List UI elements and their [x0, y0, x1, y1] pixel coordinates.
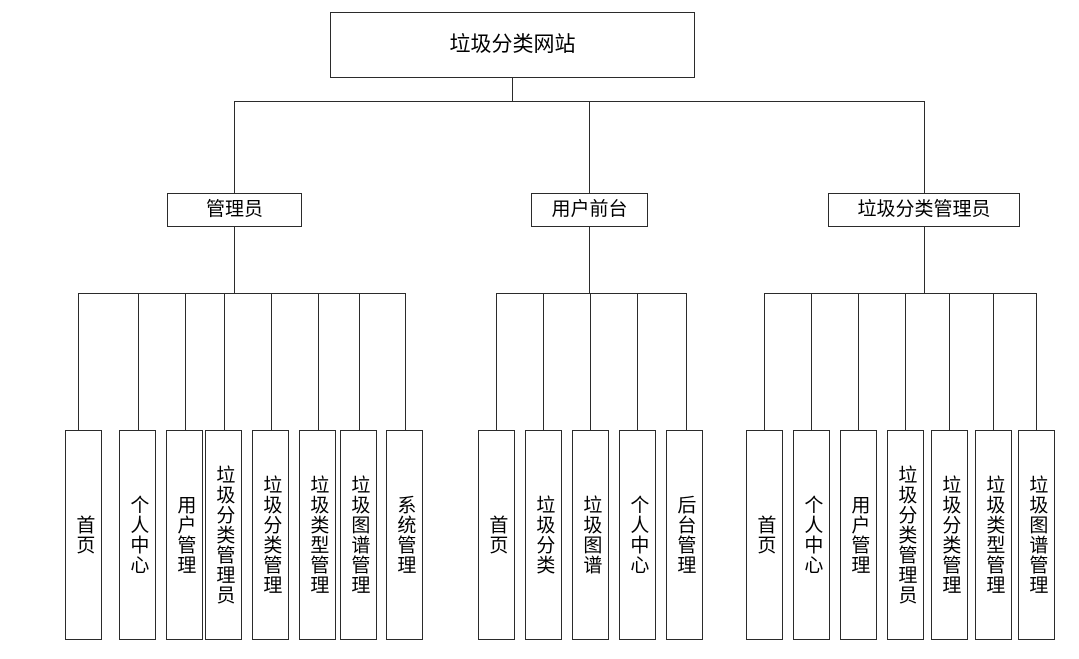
leaf-waste-admin-5-label: 垃圾分类管理 [939, 475, 961, 595]
leaf-waste-admin-3-label: 用户管理 [848, 495, 870, 575]
leaf-admin-8-label: 系统管理 [394, 495, 416, 575]
connector-admin-leg-6 [318, 293, 319, 430]
leaf-waste-admin-2: 个人中心 [793, 430, 830, 640]
node-branch-waste-admin: 垃圾分类管理员 [828, 193, 1020, 227]
leaf-admin-6-label: 垃圾类型管理 [307, 475, 329, 595]
connector-admin-leg-2 [138, 293, 139, 430]
leaf-user-front-3-label: 垃圾图谱 [580, 495, 602, 575]
connector-admin-leg-8 [405, 293, 406, 430]
connector-waste-admin-leg-1 [764, 293, 765, 430]
node-root-label: 垃圾分类网站 [449, 32, 576, 56]
leaf-user-front-1: 首页 [478, 430, 515, 640]
leaf-user-front-1-label: 首页 [486, 515, 508, 555]
leaf-user-front-5-label: 后台管理 [674, 495, 696, 575]
leaf-admin-1-label: 首页 [73, 515, 95, 555]
leaf-user-front-4: 个人中心 [619, 430, 656, 640]
leaf-admin-4-label: 垃圾分类管理员 [213, 465, 235, 605]
leaf-waste-admin-6-label: 垃圾类型管理 [983, 475, 1005, 595]
leaf-admin-2-label: 个人中心 [127, 495, 149, 575]
connector-drop-admin [234, 101, 235, 193]
leaf-waste-admin-4-label: 垃圾分类管理员 [895, 465, 917, 605]
leaf-admin-2: 个人中心 [119, 430, 156, 640]
connector-waste-admin-leg-2 [811, 293, 812, 430]
leaf-waste-admin-2-label: 个人中心 [801, 495, 823, 575]
node-branch-admin-label: 管理员 [205, 199, 263, 221]
connector-admin-leg-5 [271, 293, 272, 430]
leaf-user-front-2: 垃圾分类 [525, 430, 562, 640]
connector-user-front-leg-4 [637, 293, 638, 430]
leaf-admin-8: 系统管理 [386, 430, 423, 640]
connector-level1-bus [234, 101, 925, 102]
connector-admin-leg-7 [359, 293, 360, 430]
leaf-user-front-4-label: 个人中心 [627, 495, 649, 575]
leaf-waste-admin-6: 垃圾类型管理 [975, 430, 1012, 640]
leaf-admin-3: 用户管理 [166, 430, 203, 640]
connector-waste-admin-leg-7 [1036, 293, 1037, 430]
leaf-waste-admin-3: 用户管理 [840, 430, 877, 640]
leaf-admin-3-label: 用户管理 [174, 495, 196, 575]
leaf-admin-5: 垃圾分类管理 [252, 430, 289, 640]
connector-user-front-stem [589, 227, 590, 293]
leaf-waste-admin-7-label: 垃圾图谱管理 [1026, 475, 1048, 595]
connector-admin-leg-1 [78, 293, 79, 430]
node-branch-user-front: 用户前台 [531, 193, 648, 227]
connector-user-front-leg-2 [543, 293, 544, 430]
node-branch-user-front-label: 用户前台 [551, 199, 628, 221]
leaf-waste-admin-4: 垃圾分类管理员 [887, 430, 924, 640]
connector-root-stem [512, 78, 513, 101]
connector-admin-bus [78, 293, 405, 294]
node-branch-waste-admin-label: 垃圾分类管理员 [857, 199, 991, 221]
connector-drop-waste-admin [924, 101, 925, 193]
connector-admin-leg-4 [224, 293, 225, 430]
leaf-user-front-2-label: 垃圾分类 [533, 495, 555, 575]
connector-user-front-leg-1 [496, 293, 497, 430]
leaf-admin-7-label: 垃圾图谱管理 [348, 475, 370, 595]
leaf-admin-5-label: 垃圾分类管理 [260, 475, 282, 595]
leaf-waste-admin-7: 垃圾图谱管理 [1018, 430, 1055, 640]
connector-admin-stem [234, 227, 235, 293]
connector-user-front-leg-3 [590, 293, 591, 430]
leaf-admin-7: 垃圾图谱管理 [340, 430, 377, 640]
connector-waste-admin-stem [924, 227, 925, 293]
leaf-admin-6: 垃圾类型管理 [299, 430, 336, 640]
connector-drop-user-front [589, 101, 590, 193]
connector-waste-admin-leg-3 [858, 293, 859, 430]
node-root: 垃圾分类网站 [330, 12, 695, 78]
connector-waste-admin-leg-6 [993, 293, 994, 430]
connector-user-front-bus [496, 293, 686, 294]
leaf-admin-1: 首页 [65, 430, 102, 640]
connector-user-front-leg-5 [686, 293, 687, 430]
leaf-user-front-3: 垃圾图谱 [572, 430, 609, 640]
node-branch-admin: 管理员 [167, 193, 302, 227]
leaf-user-front-5: 后台管理 [666, 430, 703, 640]
leaf-waste-admin-5: 垃圾分类管理 [931, 430, 968, 640]
leaf-admin-4: 垃圾分类管理员 [205, 430, 242, 640]
connector-admin-leg-3 [185, 293, 186, 430]
connector-waste-admin-leg-5 [949, 293, 950, 430]
leaf-waste-admin-1: 首页 [746, 430, 783, 640]
connector-waste-admin-bus [764, 293, 1036, 294]
connector-waste-admin-leg-4 [905, 293, 906, 430]
leaf-waste-admin-1-label: 首页 [754, 515, 776, 555]
